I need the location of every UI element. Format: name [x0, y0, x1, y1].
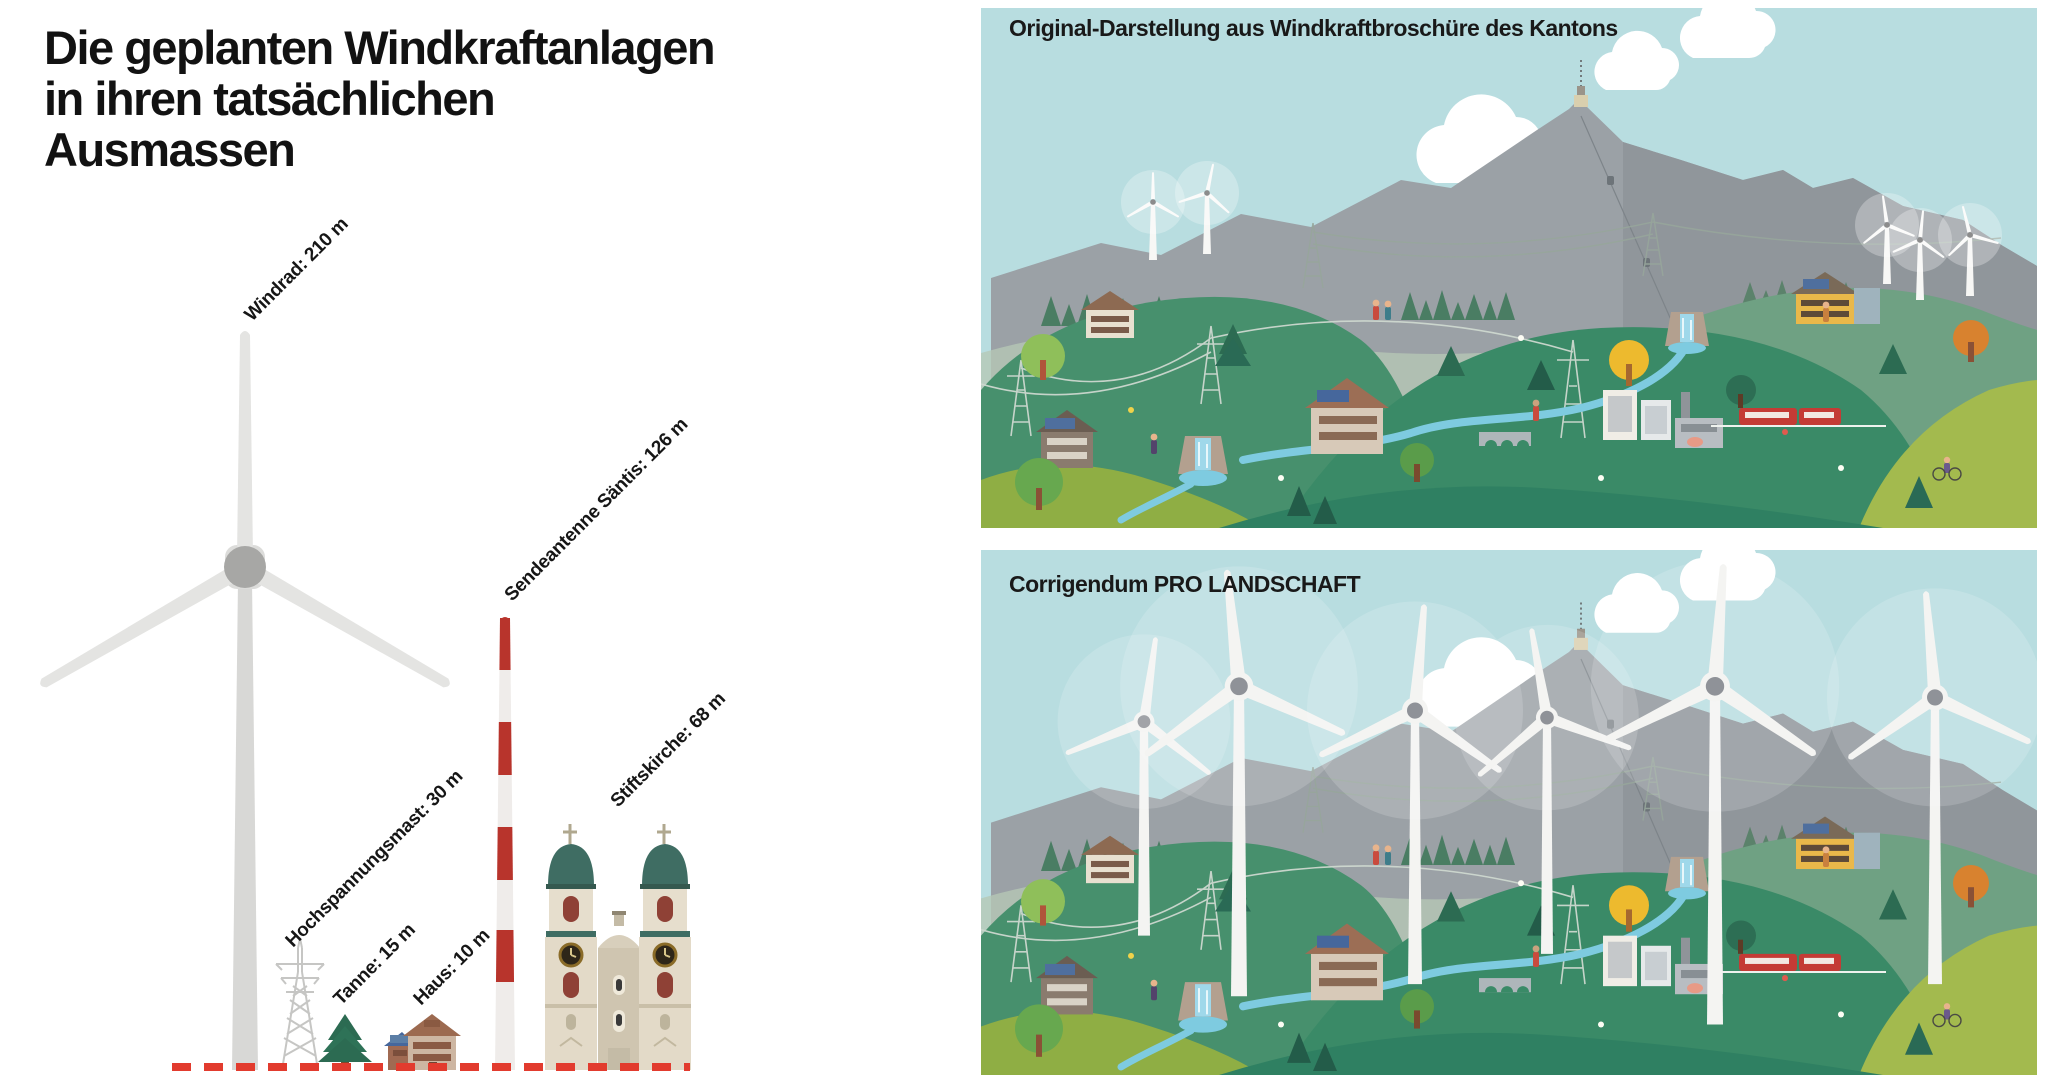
page-title-line2: in ihren tatsächlichen Ausmassen [44, 72, 496, 177]
windrad-illustration [40, 331, 450, 1070]
panel-corrigendum: Corrigendum PRO LANDSCHAFT [981, 550, 2037, 1075]
page-title-line1: Die geplanten Windkraftanlagen [44, 21, 716, 74]
label-hochspannungsmast: Hochspannungsmast: 30 m [282, 766, 467, 951]
wind-turbine-small [1169, 155, 1245, 254]
haus-illustration [384, 1014, 461, 1070]
wind-turbine-large [1108, 554, 1370, 997]
wind-turbine-small [1884, 204, 1956, 300]
label-stiftskirche: Stiftskirche: 68 m [607, 688, 730, 811]
small-wind-turbines [1121, 155, 2009, 300]
label-tanne: Tanne: 15 m [330, 920, 420, 1010]
wind-turbine-large [1046, 623, 1242, 936]
label-sendeantenne: Sendeantenne Säntis: 126 m [501, 414, 693, 606]
wind-turbine-small [1121, 170, 1185, 260]
landscape-original [981, 8, 2037, 528]
tanne-illustration [318, 1014, 372, 1070]
wind-turbine-large [1582, 552, 1848, 1025]
wind-turbine-large [1297, 592, 1533, 985]
panel-corrigendum-title: Corrigendum PRO LANDSCHAFT [1009, 571, 1361, 597]
size-comparison-diagram: Windrad: 210 m Sendeantenne Säntis: 126 … [40, 214, 730, 1071]
label-windrad: Windrad: 210 m [241, 214, 353, 326]
wind-turbine-small [1931, 196, 2009, 296]
page-title: Die geplanten Windkraftanlagen in ihren … [44, 22, 744, 176]
label-haus: Haus: 10 m [410, 925, 494, 1009]
panel-original-title: Original-Darstellung aus Windkraftbrosch… [1009, 15, 1618, 41]
hochspannungsmast-illustration [275, 937, 325, 1071]
large-wind-turbines [1046, 552, 2037, 1025]
stiftskirche-illustration [545, 824, 691, 1070]
panel-original: Original-Darstellung aus Windkraftbrosch… [981, 8, 2037, 528]
landscape-corrigendum [981, 550, 2037, 1075]
wind-turbine-large [1440, 610, 1654, 954]
wind-turbine-large [1817, 579, 2037, 985]
sendeantenne-illustration [495, 617, 515, 1070]
